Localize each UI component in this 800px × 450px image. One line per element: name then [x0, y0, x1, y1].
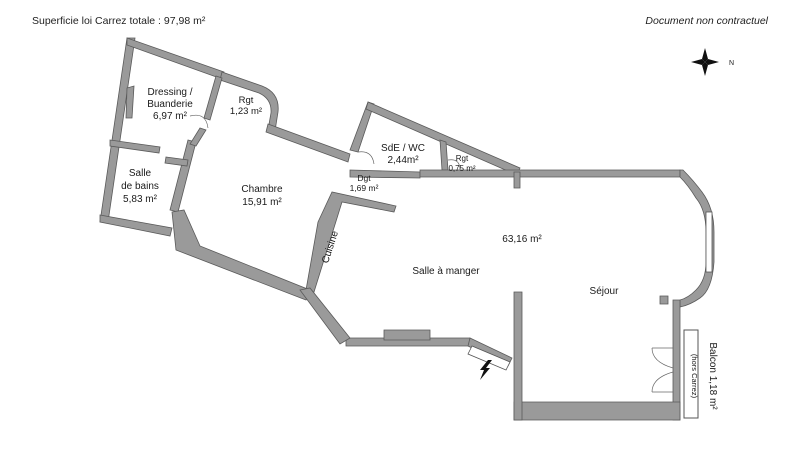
sde-area: 2,44m²	[387, 155, 419, 166]
sdb-label-1: Salle	[129, 168, 152, 179]
rgt1-label: Rgt	[239, 95, 254, 106]
chambre-label: Chambre	[241, 184, 283, 195]
balcony-note: (hors Carrez)	[690, 354, 699, 399]
entrance-door	[467, 345, 511, 371]
dressing-label-2: Buanderie	[147, 99, 193, 110]
total-area-label: Superficie loi Carrez totale : 97,98 m²	[32, 15, 206, 27]
wall-south	[513, 401, 681, 421]
door-rgt2	[447, 159, 461, 171]
balcony-doors	[651, 347, 674, 393]
balcony-label: Balcon 1,18 m²	[707, 342, 718, 410]
compass-rose-icon: N	[691, 48, 734, 76]
compass-north-label: N	[729, 60, 734, 67]
dgt-area: 1,69 m²	[350, 183, 379, 193]
wall-dressing-east-2	[189, 127, 207, 147]
salle-manger-label: Salle à manger	[412, 266, 480, 277]
main-area: 63,16 m²	[502, 234, 542, 245]
wall-chambre-west	[169, 139, 197, 213]
wall-stub-north	[513, 171, 521, 189]
wall-sde-west	[349, 101, 375, 153]
wall-sdb-south	[99, 214, 173, 237]
wall-cuisine	[305, 191, 397, 293]
wall-dressing-sdb	[109, 139, 161, 154]
door-dressing	[189, 114, 209, 129]
disclaimer-label: Document non contractuel	[645, 15, 768, 27]
chambre-area: 15,91 m²	[242, 197, 282, 208]
bay-window	[705, 211, 713, 273]
entrance-arrow-icon	[480, 360, 492, 380]
sde-label: SdE / WC	[381, 143, 425, 154]
sdb-label-2: de bains	[121, 181, 159, 192]
dgt-label: Dgt	[357, 173, 371, 183]
wall-dressing-stub	[125, 85, 135, 119]
dressing-label-1: Dressing /	[147, 87, 192, 98]
wall-sam-south-bump	[383, 329, 431, 341]
sejour-label: Séjour	[590, 286, 620, 297]
wall-dressing-east	[203, 75, 223, 121]
wall-sw-diag	[299, 287, 351, 345]
door-sde	[357, 151, 375, 165]
rgt2-label: Rgt	[456, 154, 469, 163]
dressing-area: 6,97 m²	[153, 111, 188, 122]
wall-wedge	[171, 209, 311, 301]
wall-dressing-sdb-2	[164, 156, 189, 167]
wall-sejour-west	[513, 291, 523, 421]
wall-sde-south	[349, 169, 421, 179]
walls	[99, 37, 715, 421]
wall-north-chambre	[265, 123, 351, 163]
wall-column	[659, 295, 669, 305]
rgt2-area: 0,75 m²	[448, 164, 475, 173]
rgt1-area: 1,23 m²	[230, 106, 262, 117]
wall-north-left	[126, 37, 225, 80]
sdb-area: 5,83 m²	[123, 194, 158, 205]
balcony	[683, 329, 699, 419]
